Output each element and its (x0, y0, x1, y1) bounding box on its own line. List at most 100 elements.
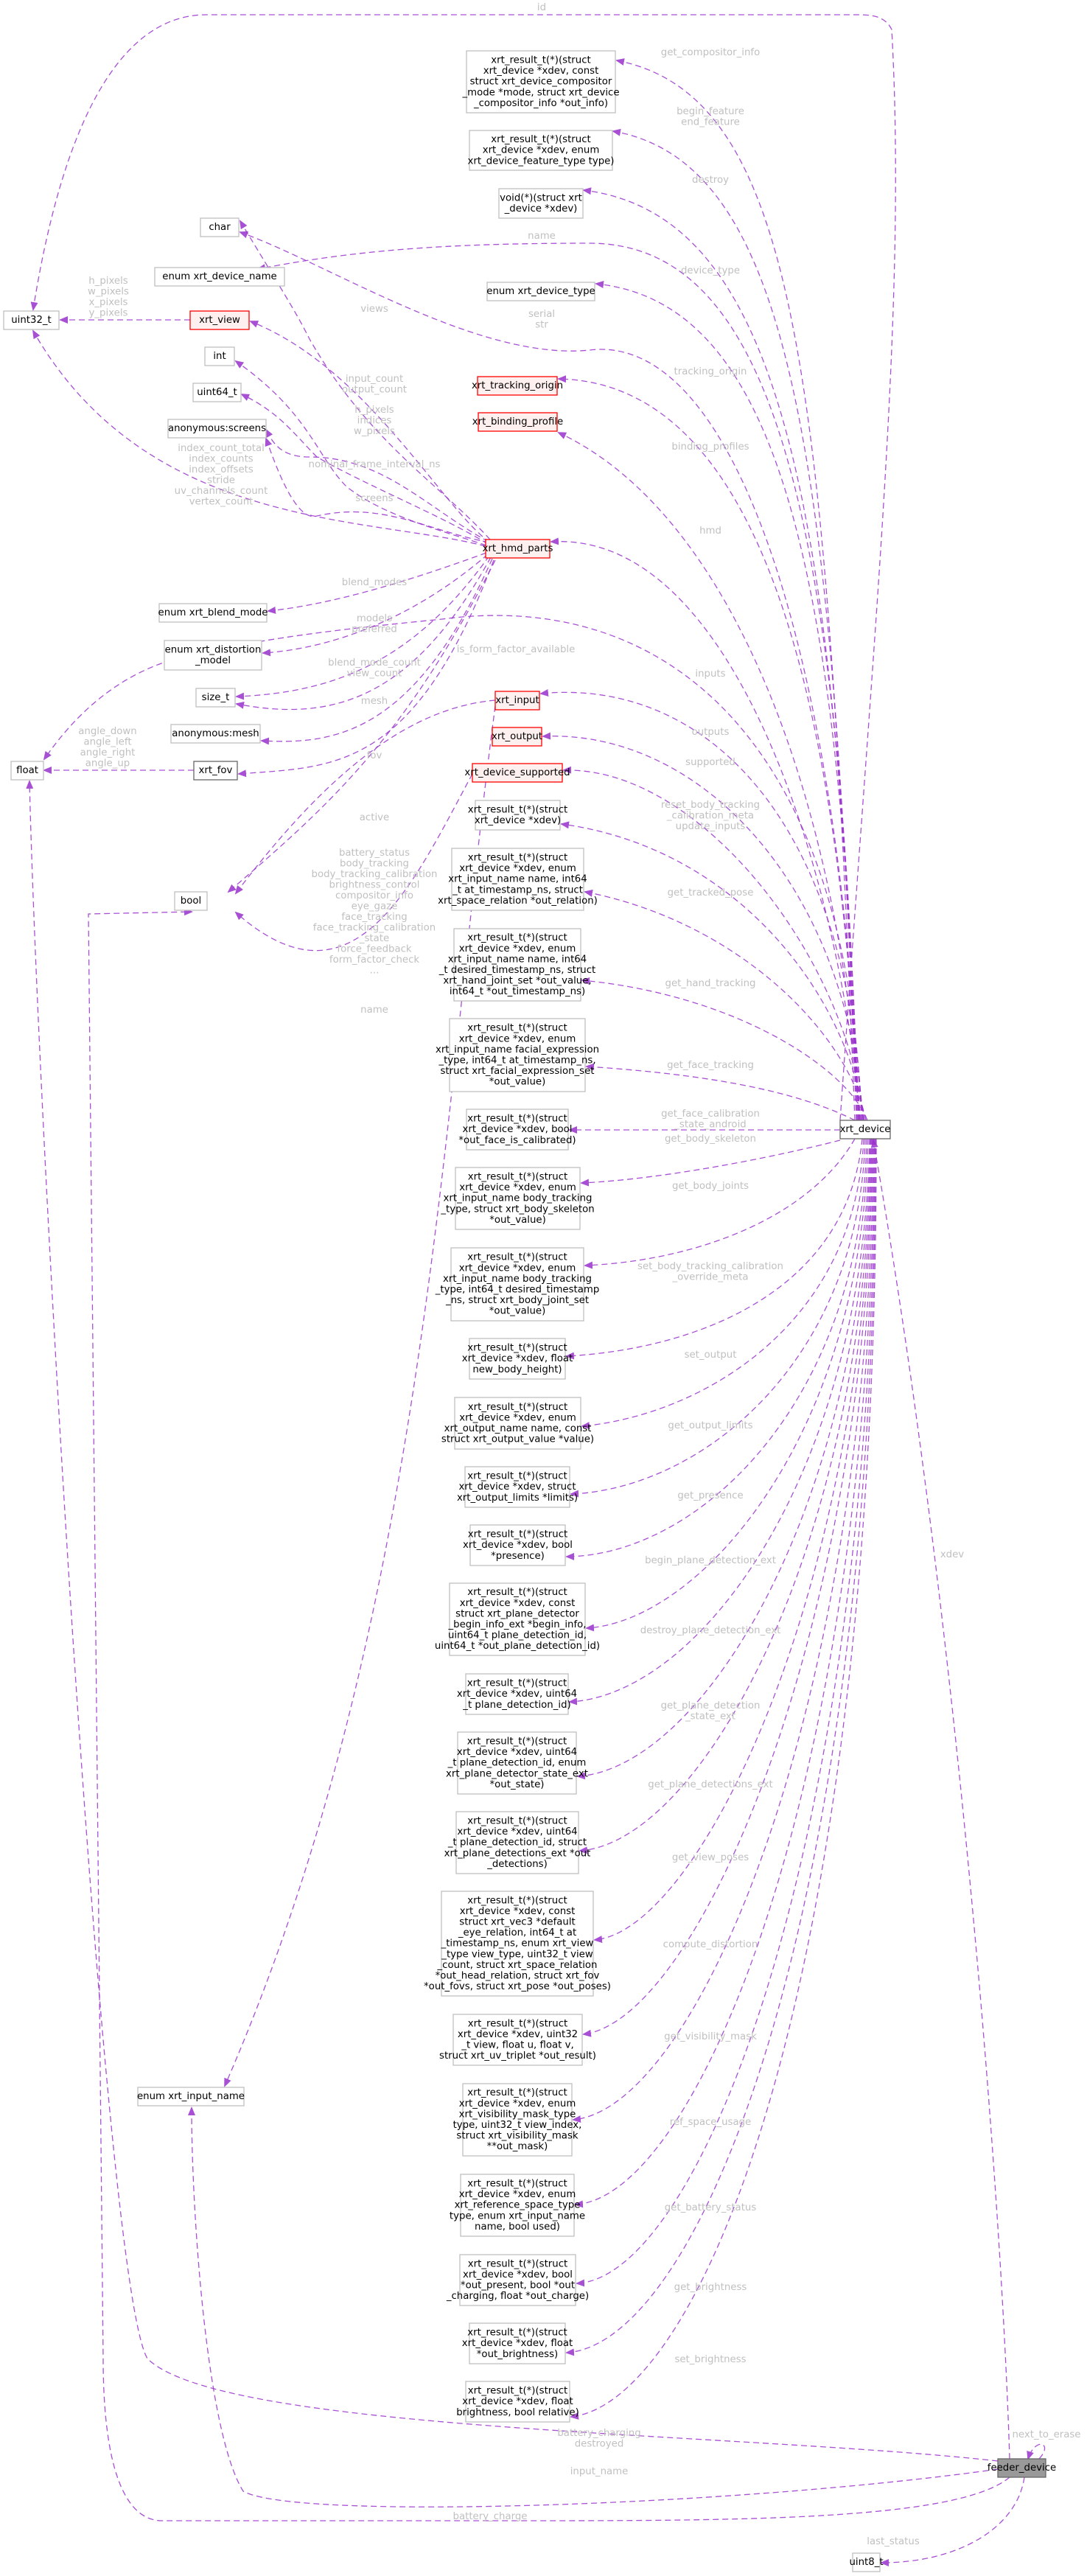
edge-label: get_brightness (674, 2282, 747, 2293)
node-label: xrt_input (495, 695, 539, 706)
node-xrt-hmd-parts[interactable]: xrt_hmd_parts (483, 539, 553, 559)
node-box (453, 928, 581, 1002)
node-box (469, 1338, 566, 1380)
edge-label: get_face_tracking (667, 1060, 754, 1071)
node-anonymous-mesh[interactable]: anonymous:mesh (170, 724, 261, 744)
node-xrt-binding-profile[interactable]: xrt_binding_profile (472, 412, 563, 432)
edge-arrow (565, 1138, 863, 1360)
node-xrt-device[interactable]: xrt_device (839, 1120, 891, 1139)
edge-arrow (880, 2476, 1025, 2566)
edge-arrow (560, 821, 865, 1121)
node-enum-xrt-blend-mode[interactable]: enum xrt_blend_mode (158, 603, 268, 623)
node-size-t[interactable]: size_t (195, 688, 236, 708)
node-xrt-output[interactable]: xrt_output (492, 727, 542, 747)
node-enum-xrt-device-type[interactable]: enum xrt_device_type (486, 282, 595, 301)
edge-arrow (239, 231, 860, 1121)
node-feeder-device[interactable]: feeder_device (988, 2458, 1056, 2478)
node-label: xrt_view (199, 315, 240, 326)
node-enum-xrt-distortion-model[interactable]: enum xrt_distortion_model (164, 640, 262, 671)
node-box (492, 727, 542, 747)
edge-arrow (235, 555, 490, 700)
node-box (449, 1582, 586, 1656)
edge-arrow (576, 1138, 875, 2287)
edge-label: get_plane_detection_state_ext (661, 1700, 761, 1722)
edge-arrow (562, 766, 864, 1121)
edge-label: inputs (695, 669, 725, 680)
node-uint8-t[interactable]: uint8_t (849, 2552, 884, 2572)
node-label: void(*)(struct xrt_device *xdev) (500, 192, 582, 214)
node-box (451, 848, 584, 911)
edge-arrow (240, 394, 489, 545)
node-label: xrt_fov (199, 765, 233, 776)
node-enum-xrt-device-name[interactable]: enum xrt_device_name (154, 267, 285, 287)
node-box (469, 2322, 566, 2364)
edge-label: get_presence (677, 1490, 743, 1501)
edge-label: supported (685, 757, 735, 768)
node-xrt-tracking-origin[interactable]: xrt_tracking_origin (472, 376, 563, 396)
edge-label: begin_plane_detection_ext (645, 1555, 776, 1566)
node-float[interactable]: float (10, 761, 44, 781)
edge-arrow (581, 1138, 864, 1430)
edge-label: device_type (681, 265, 740, 276)
node-box (3, 310, 60, 330)
node-xrt-view[interactable]: xrt_view (189, 310, 250, 330)
edge-label: hmd (699, 526, 721, 537)
node-box (494, 691, 540, 711)
node-xrt-fov[interactable]: xrt_fov (193, 761, 238, 781)
node-uint32-t[interactable]: uint32_t (3, 310, 60, 330)
node-enum-xrt-input-name[interactable]: enum xrt_input_name (137, 2087, 245, 2106)
node-label: enum xrt_device_type (486, 286, 595, 297)
edge-label: active (360, 812, 389, 823)
node-xrt-input[interactable]: xrt_input (494, 691, 540, 711)
edge-arrow (265, 437, 490, 543)
edge-label: fov (367, 750, 382, 761)
node-label: enum xrt_blend_mode (158, 607, 268, 618)
node-box (498, 188, 584, 219)
node-label: anonymous:mesh (172, 728, 259, 739)
node-uint64-t[interactable]: uint64_t (192, 383, 242, 402)
node-int[interactable]: int (204, 346, 235, 366)
node-bool[interactable]: bool (174, 891, 208, 911)
node-box (469, 130, 613, 171)
node-fn-destroy[interactable]: void(*)(struct xrt_device *xdev) (498, 188, 584, 219)
edge-arrow (224, 705, 496, 2087)
node-char[interactable]: char (200, 217, 240, 237)
node-anonymous-screens[interactable]: anonymous:screens (167, 419, 267, 439)
edge-label: next_to_erase (1012, 2429, 1080, 2440)
node-xrt-device-supported[interactable]: xrt_device_supported (464, 763, 570, 783)
edge-label: destroy_plane_detection_ext (640, 1625, 781, 1636)
